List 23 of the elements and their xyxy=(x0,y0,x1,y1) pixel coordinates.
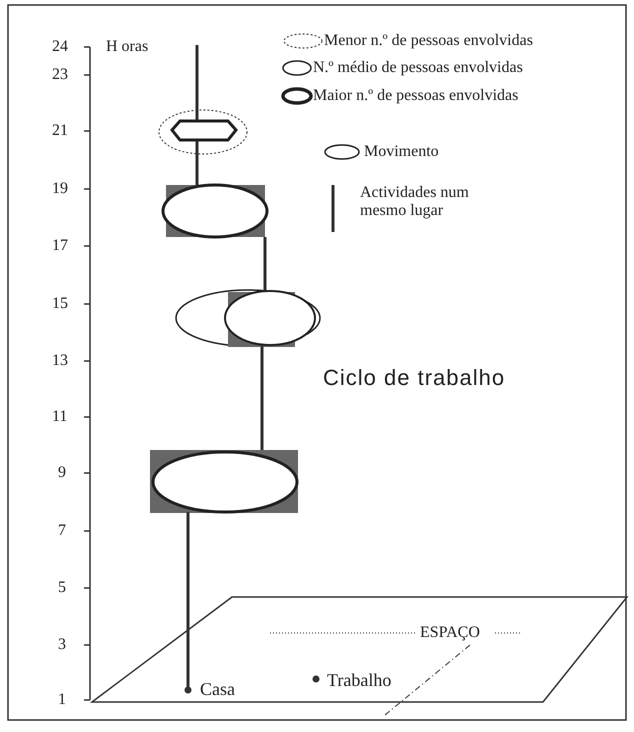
tick-label: 13 xyxy=(52,352,68,370)
axis-title: ESPAÇO xyxy=(420,624,480,642)
legend-text: Menor n.º de pessoas envolvidas xyxy=(324,32,533,50)
tick-label: 17 xyxy=(52,237,68,255)
legend-text: Maior n.º de pessoas envolvidas xyxy=(313,87,518,105)
legend-text: Actividades num mesmo lugar xyxy=(360,184,470,220)
axis-title: H oras xyxy=(106,38,148,56)
legend-text: N.º médio de pessoas envolvidas xyxy=(313,59,523,77)
tick-label: 15 xyxy=(52,295,68,313)
tick-label: 7 xyxy=(58,522,66,540)
place-label: Casa xyxy=(200,679,235,699)
tick-label: 3 xyxy=(58,636,66,654)
tick-label: 23 xyxy=(52,66,68,84)
diagram-caption: Ciclo de trabalho xyxy=(323,365,506,391)
tick-label: 19 xyxy=(52,180,68,198)
legend-text: Movimento xyxy=(364,143,439,161)
tick-label: 11 xyxy=(52,408,68,426)
place-label: Trabalho xyxy=(327,670,392,690)
tick-label: 1 xyxy=(58,691,66,709)
tick-label: 24 xyxy=(52,38,68,56)
tick-label: 9 xyxy=(58,464,66,482)
tick-label: 5 xyxy=(58,579,66,597)
tick-label: 21 xyxy=(52,122,68,140)
